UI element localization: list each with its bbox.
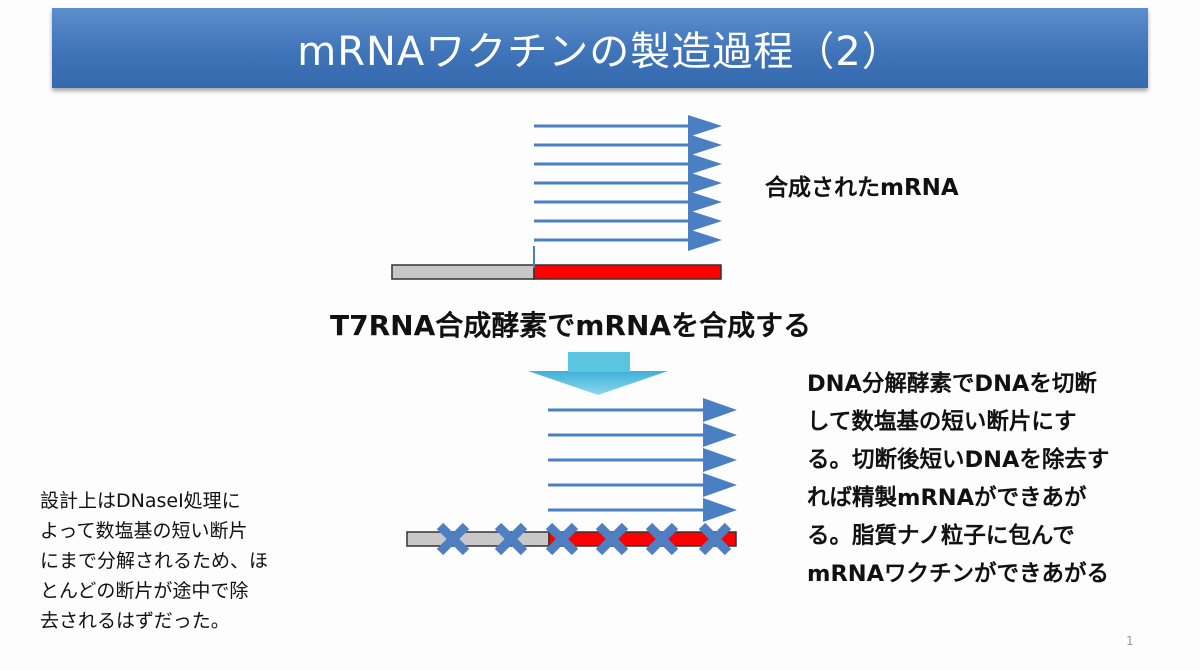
slide-number: 1 [1126,634,1134,648]
mrna-arrow-icon [703,398,737,422]
mrna-arrow-icon [703,473,737,497]
note-right-line: る。脂質ナノ粒子に包んで [807,523,1075,549]
note-left-line: にまで分解されるため、ほ [40,550,269,572]
mrna-arrows-top [534,115,722,251]
cut-x-icon [645,522,679,556]
mrna-arrow-icon [688,172,722,194]
title-bar: mRNAワクチンの製造過程（2） [52,8,1148,88]
dna-red-segment [548,531,737,547]
dna-red-segment [533,264,722,280]
note-right-line: して数塩基の短い断片にす [807,409,1077,435]
synthesized-mrna-label: 合成されたmRNA [765,175,959,201]
mrna-arrow-icon [688,153,722,175]
mrna-arrow-icon [688,115,722,137]
mrna-arrow-icon [703,448,737,472]
cut-x-icon [595,522,629,556]
note-left-line: よって数塩基の短い断片 [40,520,248,542]
note-right-line: DNA分解酵素でDNAを切断 [807,371,1097,397]
note-right-line: る。切断後短いDNAを除去す [807,447,1110,473]
cut-x-icon [436,522,470,556]
synthesis-caption: T7RNA合成酵素でmRNAを合成する [330,309,812,342]
slide-title: mRNAワクチンの製造過程（2） [297,29,903,75]
mrna-arrows-bottom [548,398,737,522]
mrna-arrow-icon [688,210,722,232]
note-left-line: 設計上はDNaseI処理に [40,490,241,512]
cut-x-icon [494,522,528,556]
note-left: 設計上はDNaseI処理に よって数塩基の短い断片 にまで分解されるため、ほ と… [40,486,330,636]
note-right-line: mRNAワクチンができあがる [807,561,1110,587]
dna-template-top [391,246,722,280]
mrna-arrow-icon [703,498,737,522]
dna-gray-segment [406,531,550,547]
cut-x-icon [545,522,579,556]
note-right-line: れば精製mRNAができあが [807,485,1087,511]
down-arrow-icon [528,352,668,395]
note-left-line: とんどの断片が途中で除 [40,580,249,602]
note-left-line: 去されるはずだった。 [40,610,230,632]
mrna-arrow-icon [688,134,722,156]
note-right: DNA分解酵素でDNAを切断 して数塩基の短い断片にす る。切断後短いDNAを除… [807,365,1187,593]
mrna-arrow-icon [703,423,737,447]
mrna-arrow-icon [688,191,722,213]
cut-x-icon [698,522,732,556]
mrna-arrow-icon [688,229,722,251]
dna-gray-segment [391,264,535,280]
cut-marks [436,522,732,556]
